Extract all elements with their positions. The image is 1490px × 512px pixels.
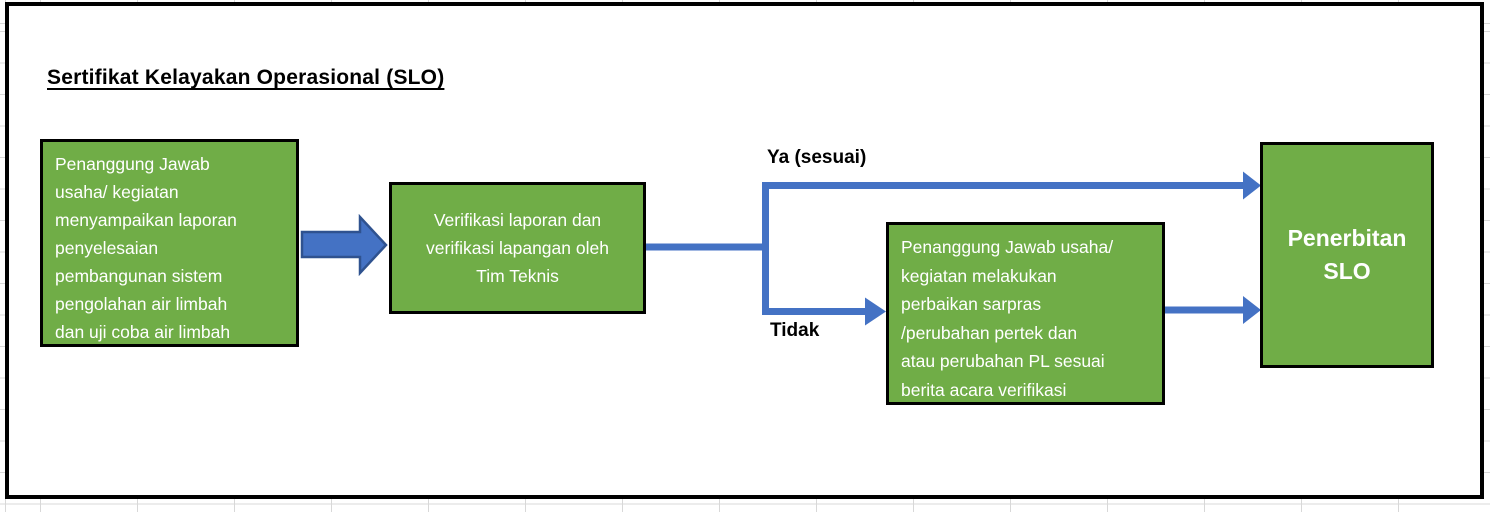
node-issuance: Penerbitan SLO [1260,142,1434,368]
diagram-title: Sertifikat Kelayakan Operasional (SLO) [47,66,445,89]
node-verification: Verifikasi laporan dan verifikasi lapang… [389,182,646,314]
node-submit-report: Penanggung Jawab usaha/ kegiatan menyamp… [40,139,299,347]
label-tidak: Tidak [770,320,820,341]
label-yes-sesuai: Ya (sesuai) [767,147,867,168]
block-arrow-right-icon [300,214,388,276]
node-repair: Penanggung Jawab usaha/ kegiatan melakuk… [886,222,1165,405]
